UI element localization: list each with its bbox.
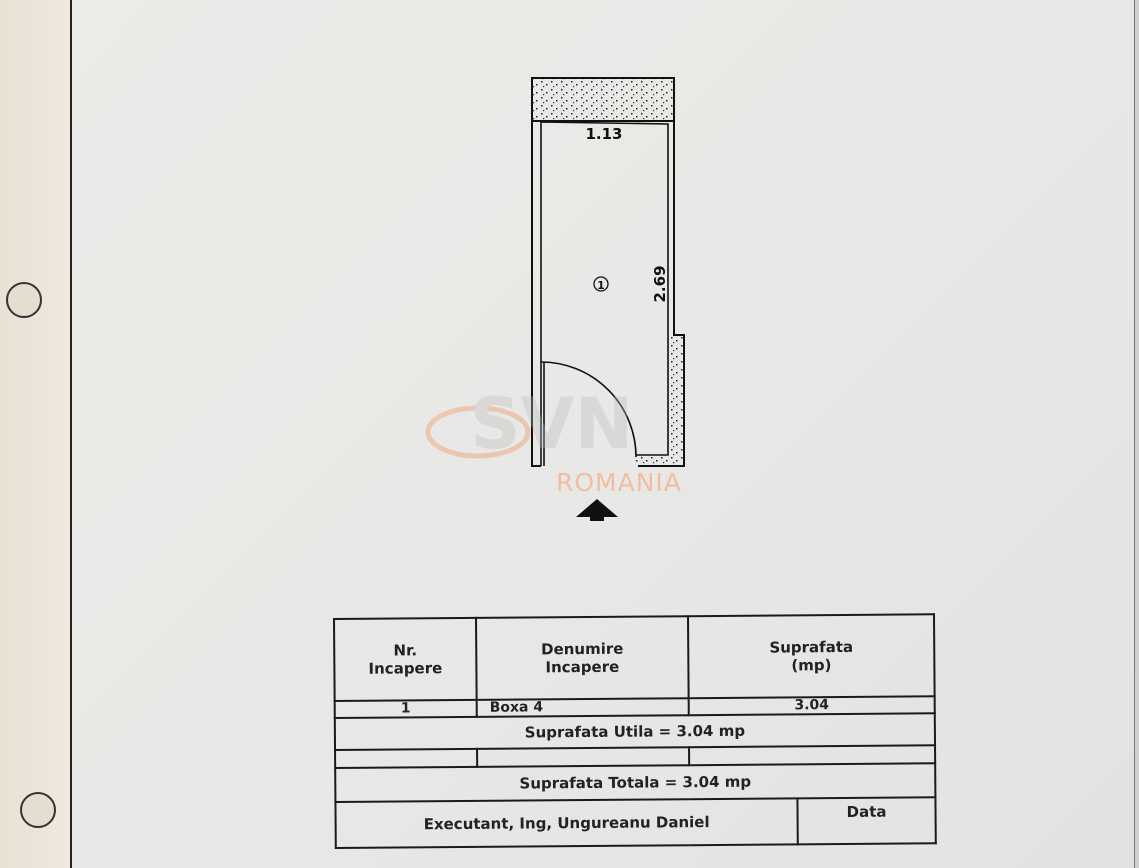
date-label: Data (797, 797, 936, 845)
cell-name: Boxa 4 (476, 698, 689, 717)
page-curl-strip (0, 0, 70, 868)
area-table: Nr. Incapere Denumire Incapere Suprafata… (333, 613, 937, 849)
empty-cell (477, 747, 690, 767)
cell-nr: 1 (334, 699, 477, 718)
header-name: Denumire Incapere (476, 616, 689, 700)
watermark-logo: SVN (425, 383, 633, 465)
door-swing (540, 361, 637, 466)
executant: Executant, Ing, Ungureanu Daniel (335, 798, 798, 848)
page-edge (1134, 0, 1139, 868)
wall-bottom-hatched (636, 456, 682, 466)
inner-wall (540, 121, 669, 466)
document-page (70, 0, 1138, 868)
cell-area: 3.04 (688, 696, 935, 716)
room-number: 1 (597, 279, 605, 292)
svg-text:SVN: SVN (470, 383, 633, 465)
watermark-text: ROMANIA (556, 468, 682, 497)
header-area: Suprafata (mp) (687, 614, 935, 699)
width-dimension: 1.13 (585, 125, 622, 143)
useful-area: Suprafata Utila = 3.04 mp (334, 713, 936, 750)
room-number-circle (593, 276, 609, 292)
empty-cell (689, 745, 936, 766)
wall-top-hatched (531, 77, 675, 122)
wall-right-hatched (669, 336, 683, 464)
total-area: Suprafata Totala = 3.04 mp (335, 763, 936, 802)
length-dimension: 2.69 (651, 265, 669, 302)
header-nr: Nr. Incapere (334, 617, 477, 701)
empty-cell (335, 748, 478, 768)
entrance-arrow-icon (576, 499, 618, 521)
binder-hole (6, 282, 42, 318)
binder-hole (20, 792, 56, 828)
